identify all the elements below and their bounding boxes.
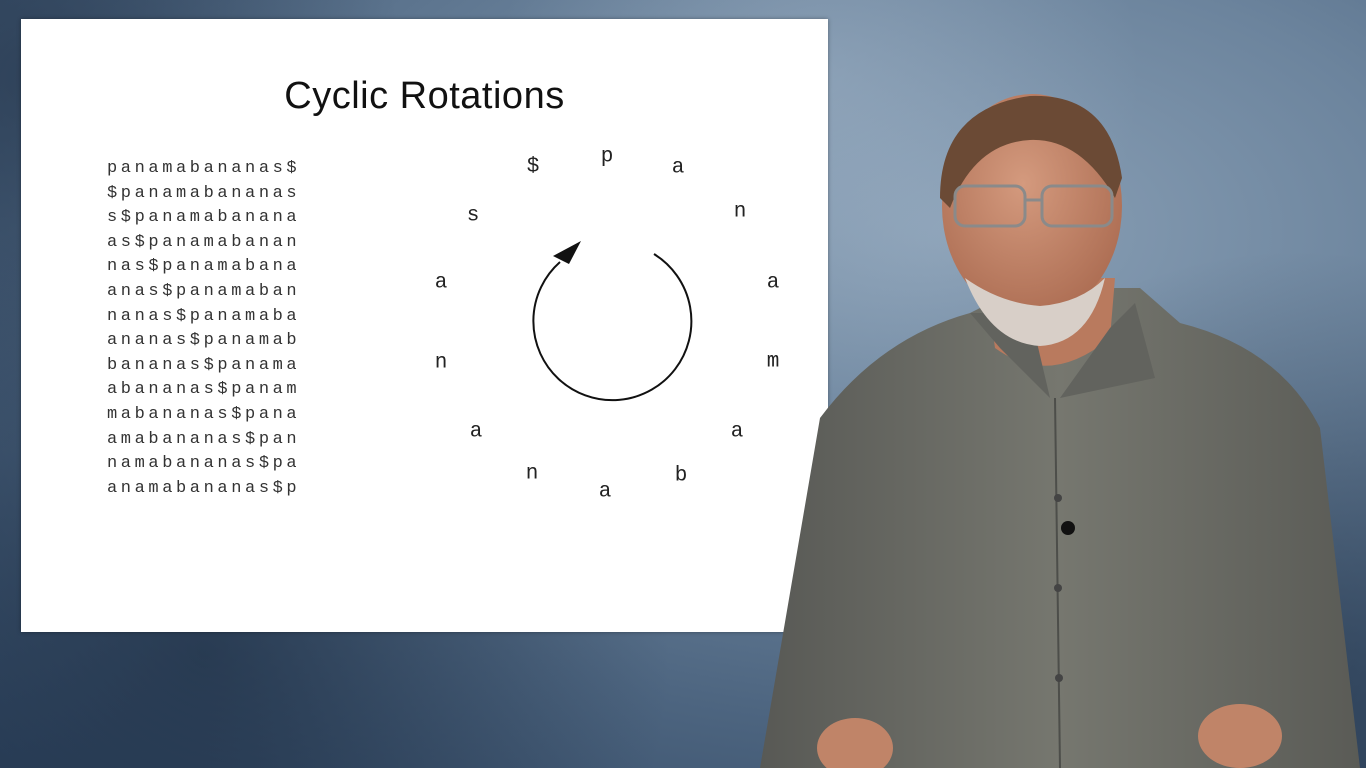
rotation-row: $panamabananas: [107, 183, 301, 203]
circle-letter: n: [733, 200, 747, 224]
rotation-cycle-diagram: [532, 241, 693, 402]
slide-title: Cyclic Rotations: [284, 75, 565, 117]
lapel-microphone-icon: [1061, 521, 1075, 535]
circle-letter: a: [671, 156, 685, 180]
circle-letter: $: [526, 155, 540, 179]
presenter-beard: [965, 278, 1105, 346]
rotation-row: s$panamabanana: [107, 208, 301, 228]
rotation-row: nanas$panamaba: [107, 306, 301, 326]
circle-letter: a: [469, 420, 483, 444]
presenter-right-hand: [1198, 704, 1282, 768]
circle-letter: a: [730, 420, 744, 444]
presenter-shirt: [760, 288, 1360, 768]
cycle-arrowhead-icon: [553, 241, 581, 264]
rotation-row: anamabananas$p: [107, 478, 301, 498]
rotation-row: as$panamabanan: [107, 232, 301, 252]
rotation-row: amabananas$pan: [107, 429, 301, 449]
presentation-slide: Cyclic Rotations panamabananas$ $panamab…: [21, 19, 828, 632]
circle-letter: p: [600, 145, 614, 169]
circle-letter: s: [466, 204, 480, 228]
glasses-icon: [953, 184, 1027, 228]
rotation-row: mabananas$pana: [107, 404, 301, 424]
rotation-row: namabananas$pa: [107, 454, 301, 474]
circle-letter: n: [525, 462, 539, 486]
circle-letter: n: [434, 351, 448, 375]
circle-letter: m: [766, 350, 780, 374]
rotation-row: anas$panamaban: [107, 281, 301, 301]
rotations-list: panamabananas$ $panamabananas s$panamaba…: [107, 157, 300, 501]
presenter-hair: [940, 95, 1122, 208]
rotation-row: ananas$panamab: [107, 331, 301, 351]
presenter-left-hand: [817, 718, 893, 768]
circle-letter: b: [674, 464, 688, 488]
circle-letter: a: [434, 271, 448, 295]
rotation-row: nas$panamabana: [107, 257, 301, 277]
presenter-figure: [760, 94, 1360, 768]
circle-letter: a: [598, 480, 612, 504]
circle-letter: a: [766, 271, 780, 295]
rotation-row: panamabananas$: [107, 159, 301, 178]
cycle-arrow-arc: [532, 253, 693, 402]
rotation-row: bananas$panama: [107, 355, 301, 375]
rotation-row: abananas$panam: [107, 380, 301, 400]
